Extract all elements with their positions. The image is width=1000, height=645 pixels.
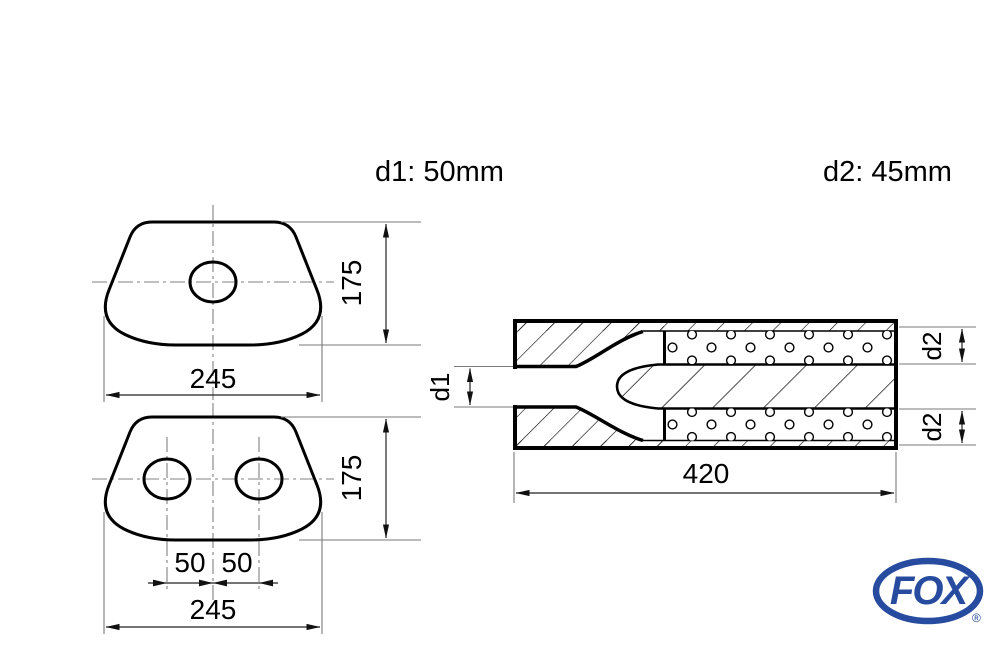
d1-spec-text: d1: 50mm [375,156,504,188]
perforated-pipe-top [665,331,896,364]
outlet-hole-right [234,457,284,501]
label-d2-bottom: d2 [917,413,947,442]
shell-wall-bottom [517,440,896,448]
fox-logo-text: FOX [890,569,971,613]
front-view-bottom: 175 50 50 245 [92,403,421,634]
end-cap-outline [103,220,323,347]
fox-logo-ellipse [872,557,984,625]
fox-logo: FOX ® [872,557,984,625]
end-plug-top [517,323,664,367]
y-pipe-lower-wall [513,405,644,443]
center-divider [615,363,898,410]
dim-pitch-left: 50 [174,547,205,578]
outlet-hole-left [142,457,192,501]
dim-width-bottom: 245 [190,594,237,625]
label-d2-top: d2 [917,332,947,361]
end-plug-bottom [517,407,664,448]
label-d1: d1 [425,373,455,402]
dim-length: 420 [683,458,730,489]
y-pipe-upper-wall [513,329,644,369]
shell-wall-top [517,323,896,331]
registered-trademark-icon: ® [972,611,981,625]
inlet-hole [188,260,238,304]
dim-height-top: 175 [336,260,367,307]
d2-spec-text: d2: 45mm [823,156,952,188]
dim-pitch-right: 50 [221,547,252,578]
perforated-pipe-bottom [665,408,896,441]
dim-height-bottom: 175 [336,455,367,502]
front-view-top: 175 245 [92,205,421,402]
dim-width-top: 245 [190,363,237,394]
end-cap-outline [103,415,323,542]
side-section-view: d1 d2 d2 420 [425,319,976,503]
